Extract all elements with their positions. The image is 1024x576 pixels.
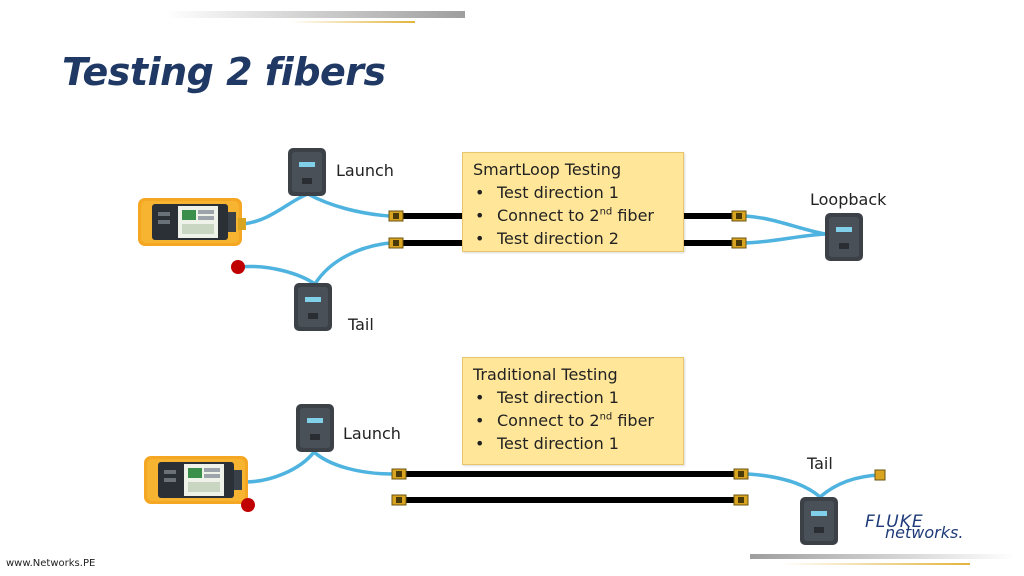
page-title: Testing 2 fibers: [62, 50, 386, 94]
traditional-steps-box: Traditional Testing Test direction 1 Con…: [462, 357, 684, 465]
list-item: Test direction 1: [473, 181, 673, 204]
brand-line-2: networks.: [885, 523, 964, 542]
smartloop-header: SmartLoop Testing: [473, 160, 622, 179]
tester-icon: [138, 198, 242, 246]
traditional-step-list: Test direction 1 Connect to 2nd fiber Te…: [473, 386, 673, 455]
loopback-patch-cord: [744, 214, 826, 245]
top-deco-bar: [165, 11, 465, 18]
tail-module-icon: [294, 283, 332, 331]
brand-line-1: FLUKE: [865, 512, 924, 532]
top-deco-line: [290, 21, 415, 23]
traditional-header: Traditional Testing: [473, 365, 618, 384]
terminator-dot-icon: [231, 260, 245, 274]
launch-label: Launch: [336, 161, 394, 180]
launch-module-icon: [288, 148, 326, 196]
connector-icon: [391, 494, 407, 506]
list-item: Test direction 1: [473, 386, 673, 409]
connector-icon: [731, 210, 747, 222]
launch-patch-cord-2: [244, 449, 394, 484]
loopback-module-icon: [825, 213, 863, 261]
bottom-deco-line: [780, 563, 970, 565]
connector-icon: [733, 468, 749, 480]
tail-module-icon: [800, 497, 838, 545]
tester-icon: [144, 456, 248, 504]
launch-module-icon: [296, 404, 334, 452]
tester-port: [238, 218, 246, 230]
tail-patch-cord: [237, 241, 391, 287]
launch-label-2: Launch: [343, 424, 401, 443]
brand-logo-icon: FLUKE networks.: [865, 508, 995, 548]
connector-icon: [733, 494, 749, 506]
smartloop-steps-box: SmartLoop Testing Test direction 1 Conne…: [462, 152, 684, 252]
smartloop-step-list: Test direction 1 Connect to 2nd fiber Te…: [473, 181, 673, 250]
connector-icon: [388, 210, 404, 222]
fiber-cable-3: [404, 471, 734, 477]
fiber-cable-4: [404, 497, 734, 503]
terminator-dot-icon: [241, 498, 255, 512]
tail-end-connector-icon: [874, 469, 886, 481]
list-item: Test direction 1: [473, 432, 673, 455]
tail-label-2: Tail: [807, 454, 833, 473]
launch-patch-cord: [241, 192, 391, 226]
loopback-label: Loopback: [810, 190, 887, 209]
connector-icon: [731, 237, 747, 249]
list-item: Connect to 2nd fiber: [473, 204, 673, 227]
list-item: Connect to 2nd fiber: [473, 409, 673, 432]
list-item: Test direction 2: [473, 227, 673, 250]
tail-label: Tail: [348, 315, 374, 334]
connector-icon: [388, 237, 404, 249]
connector-icon: [391, 468, 407, 480]
tail-patch-cord-2: [747, 472, 881, 500]
bottom-deco-bar: [750, 554, 1015, 559]
footer-url: www.Networks.PE: [6, 558, 96, 569]
